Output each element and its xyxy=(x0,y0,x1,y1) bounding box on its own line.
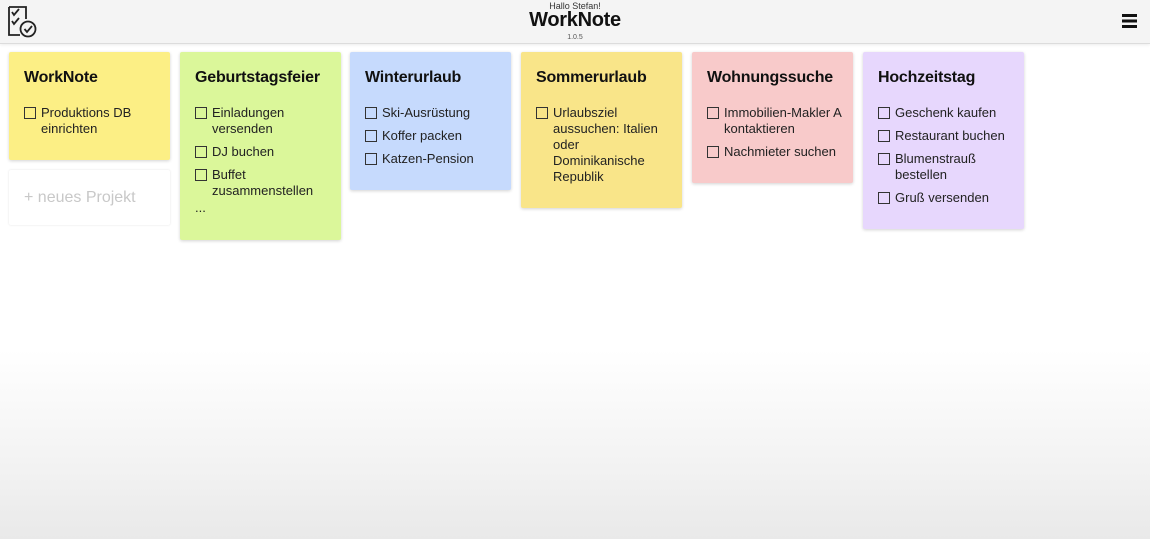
task-item: Blumenstrauß bestellen xyxy=(878,151,1014,183)
task-item: Restaurant buchen xyxy=(878,128,1014,144)
task-item: Urlaubsziel aussuchen: Italien oder Domi… xyxy=(536,105,672,185)
project-title: Geburtstagsfeier xyxy=(195,69,320,86)
task-checkbox[interactable] xyxy=(365,107,377,119)
task-checkbox[interactable] xyxy=(878,130,890,142)
task-label: Gruß versenden xyxy=(895,190,989,205)
hamburger-menu-icon[interactable] xyxy=(1120,12,1140,30)
task-checkbox[interactable] xyxy=(878,192,890,204)
project-card-wohnungssuche[interactable]: Wohnungssuche Immobilien-Makler A kontak… xyxy=(692,52,853,183)
task-item: Buffet zusammenstellen xyxy=(195,167,331,199)
task-checkbox[interactable] xyxy=(24,107,36,119)
task-item: Produktions DB einrichten xyxy=(24,105,160,137)
task-label: Buffet zusammenstellen xyxy=(212,167,314,198)
task-checkbox[interactable] xyxy=(707,146,719,158)
task-label: Einladungen versenden xyxy=(212,105,285,136)
checklist-clock-icon xyxy=(6,4,38,38)
task-label: Blumenstrauß bestellen xyxy=(895,151,976,182)
task-item: Nachmieter suchen xyxy=(707,144,843,160)
project-title: Sommerurlaub xyxy=(536,69,647,86)
task-checkbox[interactable] xyxy=(195,146,207,158)
task-checkbox[interactable] xyxy=(878,153,890,165)
task-label: DJ buchen xyxy=(212,144,275,159)
task-label: Restaurant buchen xyxy=(895,128,1005,143)
task-item: Katzen-Pension xyxy=(365,151,501,167)
task-label: Urlaubsziel aussuchen: Italien oder Domi… xyxy=(553,105,658,184)
task-label: Immobilien-Makler A kontaktieren xyxy=(724,105,842,136)
task-checkbox[interactable] xyxy=(707,107,719,119)
greeting-text: Hallo Stefan! xyxy=(549,1,601,11)
task-item: Gruß versenden xyxy=(878,190,1014,206)
task-item: Koffer packen xyxy=(365,128,501,144)
task-label: Nachmieter suchen xyxy=(724,144,836,159)
task-item: Ski-Ausrüstung xyxy=(365,105,501,121)
more-tasks-indicator: ... xyxy=(195,200,206,215)
version-label: 1.0.5 xyxy=(567,34,583,41)
task-checkbox[interactable] xyxy=(878,107,890,119)
task-label: Produktions DB einrichten xyxy=(41,105,132,136)
project-card-winterurlaub[interactable]: Winterurlaub Ski-Ausrüstung Koffer packe… xyxy=(350,52,511,190)
task-label: Ski-Ausrüstung xyxy=(382,105,471,120)
project-title: Winterurlaub xyxy=(365,69,462,86)
project-title: Wohnungssuche xyxy=(707,69,833,86)
project-card-sommerurlaub[interactable]: Sommerurlaub Urlaubsziel aussuchen: Ital… xyxy=(521,52,682,208)
task-checkbox[interactable] xyxy=(365,130,377,142)
task-label: Geschenk kaufen xyxy=(895,105,997,120)
task-checkbox[interactable] xyxy=(536,107,548,119)
new-project-button[interactable]: + neues Projekt xyxy=(9,170,170,225)
project-card-hochzeitstag[interactable]: Hochzeitstag Geschenk kaufen Restaurant … xyxy=(863,52,1024,229)
task-checkbox[interactable] xyxy=(365,153,377,165)
task-label: Koffer packen xyxy=(382,128,462,143)
project-title: Hochzeitstag xyxy=(878,69,976,86)
task-item: Einladungen versenden xyxy=(195,105,331,137)
top-bar: Hallo Stefan! WorkNote 1.0.5 xyxy=(0,0,1150,44)
task-label: Katzen-Pension xyxy=(382,151,474,166)
task-item: DJ buchen xyxy=(195,144,331,160)
project-title: WorkNote xyxy=(24,69,98,86)
task-item: Immobilien-Makler A kontaktieren xyxy=(707,105,843,137)
task-checkbox[interactable] xyxy=(195,107,207,119)
task-item: Geschenk kaufen xyxy=(878,105,1014,121)
project-card-worknote[interactable]: WorkNote Produktions DB einrichten xyxy=(9,52,170,160)
app-title: WorkNote xyxy=(529,9,621,31)
project-card-geburtstagsfeier[interactable]: Geburtstagsfeier Einladungen versenden D… xyxy=(180,52,341,240)
task-checkbox[interactable] xyxy=(195,169,207,181)
